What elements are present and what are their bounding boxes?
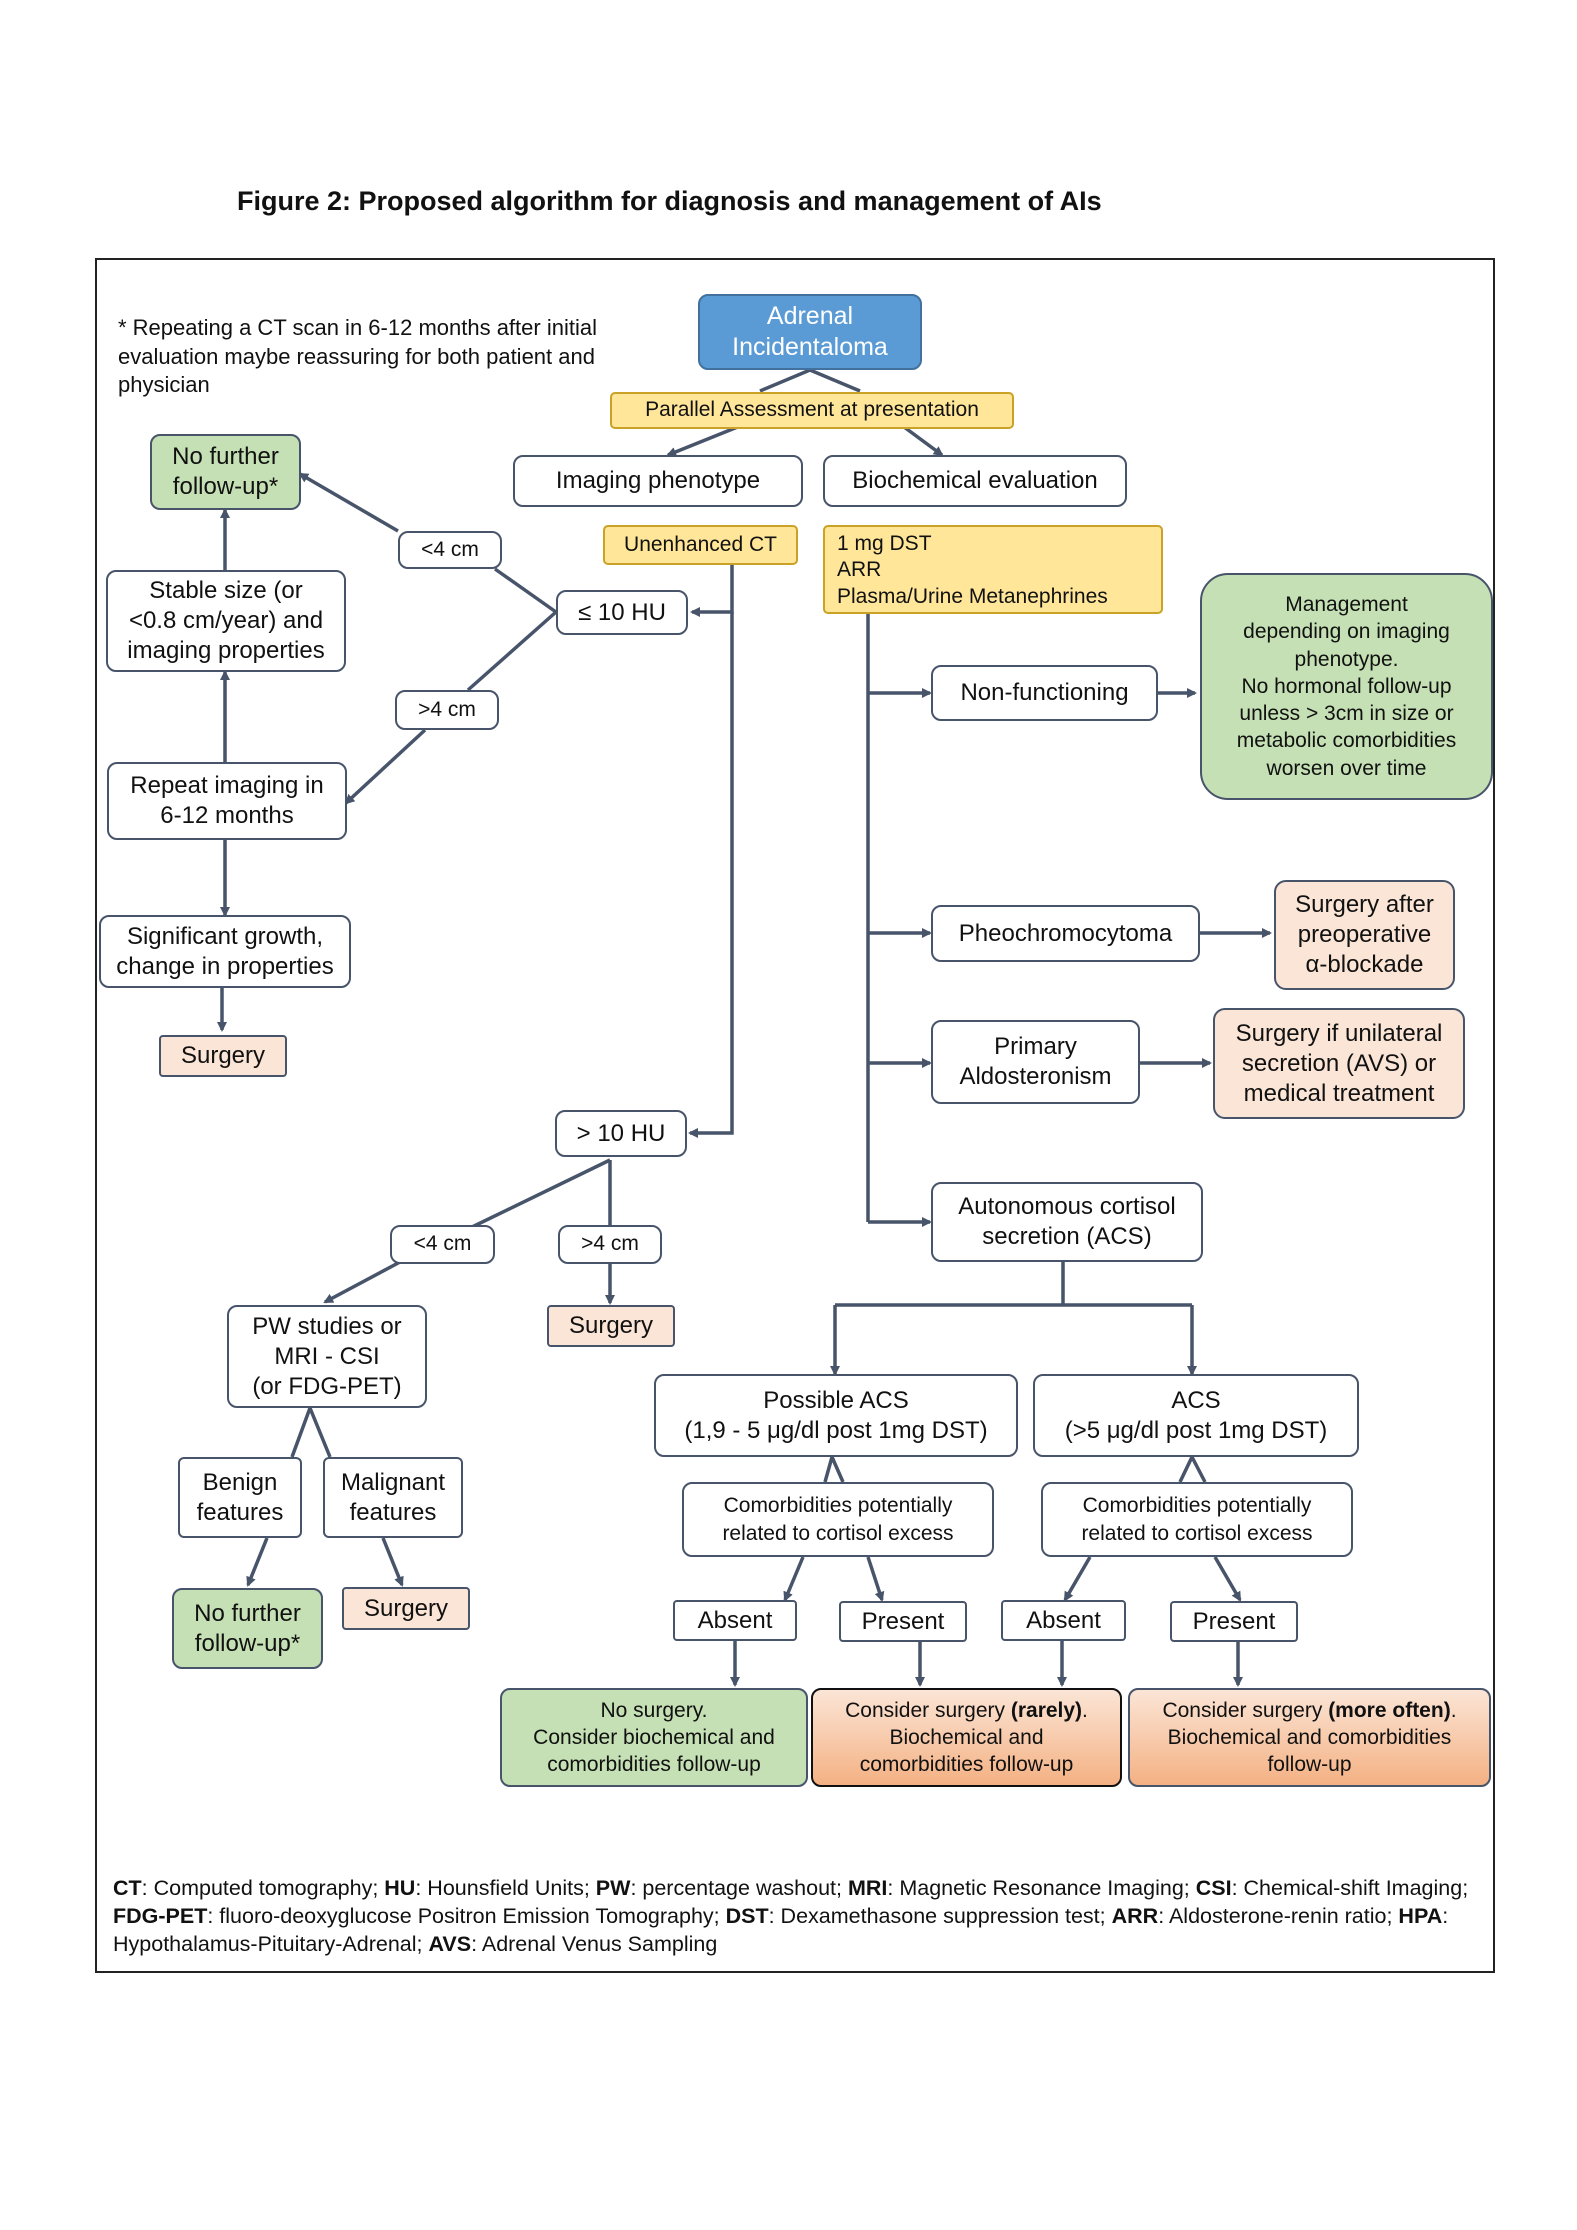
node-comorbidities-1: Comorbidities potentially related to cor… bbox=[682, 1482, 994, 1557]
label-gt4cm-a: >4 cm bbox=[395, 690, 499, 730]
legend-text: : Aldosterone-renin ratio; bbox=[1158, 1903, 1399, 1928]
edge-trunk-gt10 bbox=[688, 612, 734, 1138]
node-biochemical-evaluation: Biochemical evaluation bbox=[823, 455, 1127, 507]
legend-text: : Hounsfield Units; bbox=[415, 1876, 596, 1900]
node-surgery-a: Surgery bbox=[159, 1035, 287, 1077]
node-present-2: Present bbox=[1170, 1601, 1298, 1642]
edge-malignant-surgery bbox=[381, 1537, 404, 1587]
edge-lt4-nofollow bbox=[298, 472, 399, 533]
node-surgery-pheo: Surgery after preoperative α-blockade bbox=[1274, 880, 1455, 990]
abbreviation-legend: CT: Computed tomography; HU: Hounsfield … bbox=[113, 1875, 1483, 1959]
label-gt4cm-b: >4 cm bbox=[558, 1225, 662, 1264]
node-absent-2: Absent bbox=[1001, 1600, 1126, 1641]
edge-comorb2-present bbox=[1213, 1556, 1242, 1602]
edge-le10-gt4 bbox=[466, 610, 558, 692]
rarely-text-bold: (rarely) bbox=[1010, 1698, 1083, 1722]
node-adrenal-incidentaloma: Adrenal Incidentaloma bbox=[698, 294, 922, 370]
legend-abbr: MRI bbox=[847, 1876, 888, 1900]
node-absent-1: Absent bbox=[673, 1600, 797, 1641]
legend-abbr: AVS bbox=[428, 1931, 472, 1956]
legend-abbr: CT bbox=[113, 1876, 142, 1900]
node-no-surgery: No surgery. Consider biochemical and com… bbox=[500, 1688, 808, 1787]
legend-text: : fluoro-deoxyglucose Positron Emission … bbox=[207, 1903, 726, 1928]
legend-abbr: DST bbox=[725, 1903, 769, 1928]
node-pw-studies: PW studies or MRI - CSI (or FDG-PET) bbox=[227, 1305, 427, 1408]
node-stable-size: Stable size (or <0.8 cm/year) and imagin… bbox=[106, 570, 346, 672]
node-surgery-aldo: Surgery if unilateral secretion (AVS) or… bbox=[1213, 1008, 1465, 1119]
node-unenhanced-ct: Unenhanced CT bbox=[603, 525, 798, 565]
edge-benign-nofollow bbox=[246, 1537, 269, 1587]
figure-title: Figure 2: Proposed algorithm for diagnos… bbox=[237, 186, 1102, 216]
node-primary-aldosteronism: Primary Aldosteronism bbox=[931, 1020, 1140, 1104]
node-benign-features: Benign features bbox=[178, 1457, 302, 1538]
edge-comorb1-present bbox=[866, 1556, 885, 1602]
footnote-ct-repeat: * Repeating a CT scan in 6-12 months aft… bbox=[118, 315, 597, 398]
node-imaging-phenotype: Imaging phenotype bbox=[513, 455, 803, 507]
node-acs-high: ACS (>5 μg/dl post 1mg DST) bbox=[1033, 1374, 1359, 1457]
legend-abbr: PW bbox=[595, 1876, 631, 1900]
legend-abbr: ARR bbox=[1111, 1903, 1159, 1928]
edge-gt4-repeat bbox=[344, 728, 427, 805]
more-often-text-post: . Biochemical and comorbidities follow-u… bbox=[1167, 1698, 1457, 1777]
edge-pw-benign bbox=[290, 1407, 312, 1458]
node-biochem-tests: 1 mg DST ARR Plasma/Urine Metanephrines bbox=[823, 525, 1163, 614]
edge-pw-malignant bbox=[308, 1407, 332, 1458]
node-present-1: Present bbox=[839, 1601, 967, 1642]
more-often-text-bold: (more often) bbox=[1328, 1698, 1451, 1722]
node-no-follow-top: No further follow-up* bbox=[150, 434, 301, 510]
label-lt4cm-a: <4 cm bbox=[398, 531, 502, 569]
legend-text: : Adrenal Venus Sampling bbox=[471, 1931, 718, 1956]
node-repeat-imaging: Repeat imaging in 6-12 months bbox=[107, 762, 347, 840]
node-le-10hu: ≤ 10 HU bbox=[556, 590, 688, 635]
rarely-text-post: . Biochemical and comorbidities follow-u… bbox=[859, 1698, 1088, 1777]
node-significant-growth: Significant growth, change in properties bbox=[99, 915, 351, 988]
node-surgery-b: Surgery bbox=[547, 1305, 675, 1347]
diagram-frame bbox=[95, 258, 1495, 1973]
legend-text: : Computed tomography; bbox=[141, 1876, 385, 1900]
node-gt-10hu: > 10 HU bbox=[555, 1110, 687, 1157]
legend-text: : Dexamethasone suppression test; bbox=[768, 1903, 1112, 1928]
node-pheochromocytoma: Pheochromocytoma bbox=[931, 905, 1200, 962]
edge-comorb2-absent bbox=[1063, 1556, 1092, 1602]
legend-text: : Chemical-shift Imaging; bbox=[1231, 1876, 1469, 1900]
node-acs: Autonomous cortisol secretion (ACS) bbox=[931, 1182, 1203, 1262]
edge-gt10-lt4 bbox=[469, 1158, 611, 1230]
legend-text: : Magnetic Resonance Imaging; bbox=[887, 1876, 1196, 1900]
legend-text: : percentage washout; bbox=[630, 1876, 848, 1900]
node-management: Management depending on imaging phenotyp… bbox=[1200, 573, 1493, 800]
edge-comorb1-absent bbox=[783, 1556, 805, 1602]
node-malignant-features: Malignant features bbox=[323, 1457, 463, 1538]
rarely-text-pre: Consider surgery bbox=[845, 1698, 1011, 1722]
edge-root-left bbox=[759, 368, 811, 393]
legend-abbr: FDG-PET bbox=[113, 1903, 208, 1928]
edge-acs-comorb bbox=[1178, 1456, 1207, 1483]
node-non-functioning: Non-functioning bbox=[931, 665, 1158, 721]
node-comorbidities-2: Comorbidities potentially related to cor… bbox=[1041, 1482, 1353, 1557]
edge-lt4-pw bbox=[323, 1260, 401, 1304]
edge-parallel-biochem bbox=[898, 422, 944, 457]
legend-abbr: HU bbox=[384, 1876, 416, 1900]
edge-acs-split bbox=[835, 1262, 1192, 1307]
edge-parallel-imaging bbox=[666, 422, 746, 457]
more-often-text-pre: Consider surgery bbox=[1162, 1698, 1329, 1722]
node-parallel-assessment: Parallel Assessment at presentation bbox=[610, 392, 1014, 429]
edge-le10-lt4 bbox=[493, 567, 558, 614]
edge-possible-comorb bbox=[823, 1456, 845, 1483]
legend-abbr: HPA bbox=[1398, 1903, 1443, 1928]
edge-root-right bbox=[809, 368, 861, 393]
node-no-follow-bottom: No further follow-up* bbox=[172, 1588, 323, 1669]
node-consider-surgery-more-often: Consider surgery (more often). Biochemic… bbox=[1128, 1688, 1491, 1787]
legend-abbr: CSI bbox=[1195, 1876, 1232, 1900]
node-consider-surgery-rarely: Consider surgery (rarely). Biochemical a… bbox=[811, 1688, 1122, 1787]
node-possible-acs: Possible ACS (1,9 - 5 μg/dl post 1mg DST… bbox=[654, 1374, 1018, 1457]
node-surgery-c: Surgery bbox=[342, 1587, 470, 1630]
legend-text: : Hypothalamus-Pituitary-Adrenal; bbox=[113, 1903, 1449, 1956]
label-lt4cm-b: <4 cm bbox=[390, 1225, 495, 1264]
